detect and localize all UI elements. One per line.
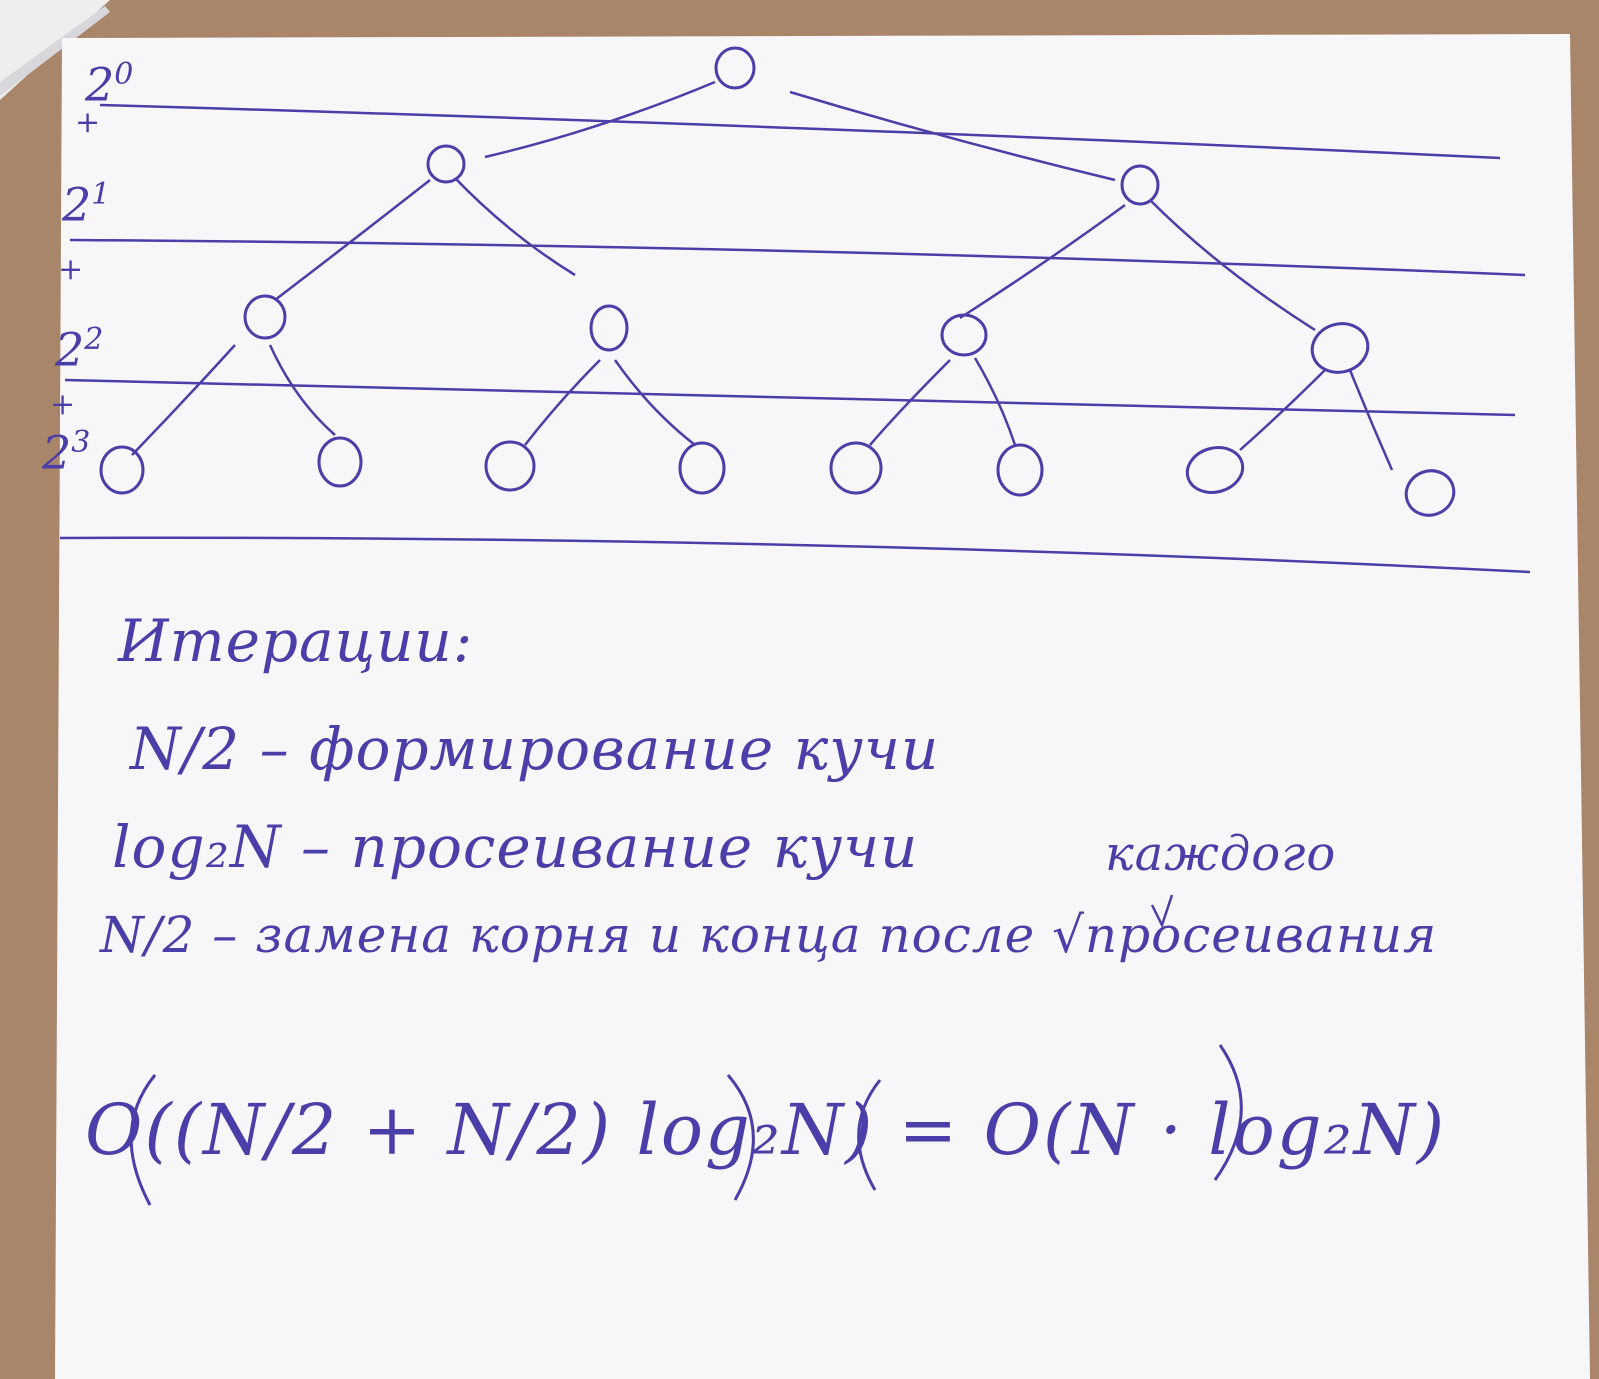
edge-l1b-l2d <box>1149 199 1316 332</box>
node-l1-a <box>426 144 466 184</box>
edge-l1a-l2a <box>274 179 431 301</box>
note-line-swap: N/2 – замена корня и конца после √просеи… <box>100 906 1438 964</box>
node-l3-c <box>484 440 536 492</box>
level-3-exponent: 3 <box>71 425 91 460</box>
level-1-base: 2 <box>62 177 92 232</box>
big-paren-right-2 <box>1213 1044 1243 1181</box>
level-0-label: 20 <box>85 57 134 108</box>
insertion-caret <box>1150 894 1174 929</box>
node-l3-d <box>678 441 726 495</box>
level-3-base: 2 <box>42 425 72 480</box>
node-l2-b <box>589 304 629 352</box>
edge-l2a-l3b <box>268 344 336 436</box>
divider-2 <box>69 238 1526 277</box>
edge-l1b-l2c <box>959 203 1126 320</box>
edge-l2b-l3d <box>613 359 696 446</box>
node-l3-b <box>317 436 363 488</box>
paper-stack-edge <box>0 6 110 96</box>
node-l1-b <box>1120 164 1160 206</box>
level-3-label: 23 <box>42 425 91 476</box>
level-2-exponent: 2 <box>84 322 104 357</box>
node-l3-g <box>1185 446 1245 494</box>
edge-l2a-l3a <box>131 344 236 456</box>
edge-root-right <box>789 90 1116 182</box>
node-l2-a <box>243 294 287 340</box>
level-0-exponent: 0 <box>114 57 134 92</box>
big-paren-left-2 <box>857 1079 882 1191</box>
edge-root-left <box>484 80 716 159</box>
node-l2-c <box>940 313 988 357</box>
plus-2: + <box>58 252 84 287</box>
node-l3-a <box>99 445 145 495</box>
edge-l2b-l3c <box>524 359 601 446</box>
edge-l2c-l3e <box>869 359 951 446</box>
complexity-formula: O((N/2 + N/2) log₂N) = O(N · log₂N) <box>85 1089 1447 1171</box>
big-paren-right-1 <box>726 1074 755 1201</box>
level-2-label: 22 <box>55 322 104 373</box>
divider-4 <box>59 536 1531 574</box>
node-l2-d <box>1310 322 1370 374</box>
node-l3-h <box>1404 469 1456 517</box>
level-0-base: 2 <box>85 57 115 112</box>
edge-l2d-l3h <box>1348 369 1394 471</box>
edge-l2d-l3g <box>1239 369 1326 451</box>
node-l3-f <box>996 443 1044 497</box>
edge-l1a-l2b <box>454 177 576 277</box>
level-1-label: 21 <box>62 177 111 228</box>
edge-l2c-l3f <box>973 357 1017 446</box>
level-2-base: 2 <box>55 322 85 377</box>
note-line-heap-build: N/2 – формирование кучи <box>130 715 940 783</box>
level-1-exponent: 1 <box>91 177 111 212</box>
divider-1 <box>99 103 1501 160</box>
big-paren-left-1 <box>129 1074 157 1206</box>
formula-big-parens <box>129 1044 1243 1206</box>
plus-3: + <box>50 387 76 422</box>
node-l3-e <box>829 441 883 495</box>
tree-edges <box>131 80 1394 471</box>
iterations-heading: Итерации: <box>118 607 474 675</box>
plus-1: + <box>75 105 101 140</box>
tree-nodes <box>99 46 1456 517</box>
paper-sheet <box>55 34 1590 1379</box>
note-insert-each: каждого <box>1105 826 1337 882</box>
node-root <box>714 46 756 90</box>
note-line-sift: log₂N – просеивание кучи <box>112 813 919 881</box>
